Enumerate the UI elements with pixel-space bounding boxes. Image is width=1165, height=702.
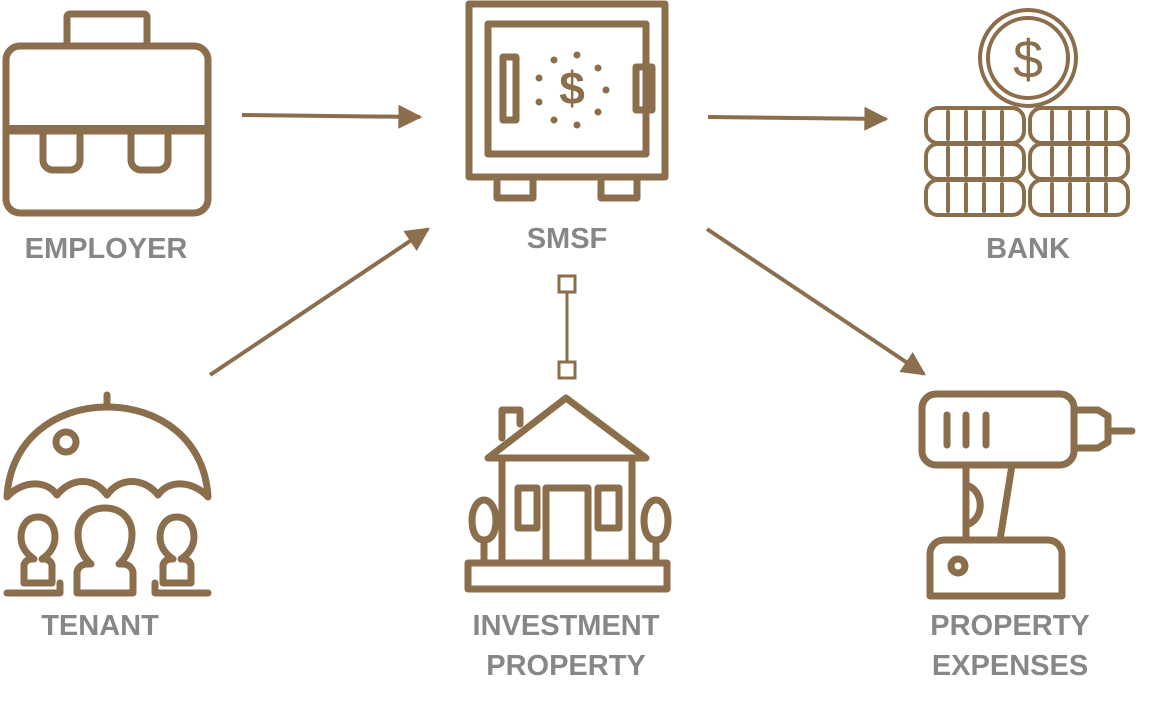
tenant-label: TENANT (41, 610, 159, 642)
safe-dial-dots (535, 51, 610, 129)
umbrella-people-icon (3, 391, 212, 597)
coin-stack (1028, 106, 1130, 145)
house-icon (464, 394, 672, 593)
coin-stack (1028, 178, 1130, 217)
briefcase-icon (2, 10, 212, 217)
safe-icon (465, 0, 669, 202)
coin-stacks (924, 106, 1130, 217)
coins-icon (978, 8, 1078, 108)
coin-stack (924, 178, 1026, 217)
connector-smsf-to-property (557, 274, 577, 380)
investment-property-label-line1: INVESTMENT (473, 610, 660, 642)
bank-dollar-icon: $ (1013, 30, 1043, 90)
arrow-tenant-to-smsf (208, 227, 430, 377)
drill-icon (918, 390, 1136, 600)
arrow-smsf-to-bank (707, 106, 889, 131)
employer-label: EMPLOYER (25, 233, 188, 265)
property-expenses-label-line2: EXPENSES (932, 650, 1088, 682)
arrow-employer-to-smsf (241, 104, 423, 129)
smsf-label: SMSF (527, 223, 608, 255)
investment-property-label-line2: PROPERTY (486, 650, 646, 682)
coin-stack (924, 142, 1026, 181)
arrow-smsf-to-property-expenses (705, 227, 926, 376)
coin-stack (1028, 142, 1130, 181)
coin-stack (924, 106, 1026, 145)
dollar-icon: $ (559, 62, 585, 114)
bank-label: BANK (986, 233, 1070, 265)
property-expenses-label-line1: PROPERTY (930, 610, 1090, 642)
